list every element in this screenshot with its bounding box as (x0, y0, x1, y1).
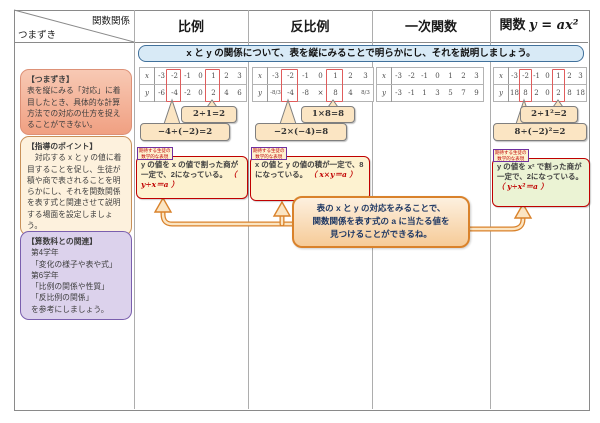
quadratic-header-formula: y = ax² (529, 18, 579, 33)
sidebar-box-elementary-relation: 【算数科との関連】 第4学年 「変化の様子や表や式」 第6学年 「比例の関係や性… (20, 231, 132, 321)
row-label: x (376, 67, 392, 85)
box-line: 「反比例の関係」 (31, 293, 94, 303)
calc-bubble: 2÷1=2 (181, 106, 237, 123)
box-body: 対応する x と y の値に着目することを促し、生徒が積や商で表されることを明ら… (27, 153, 122, 231)
label-line: 数学的な表現 (255, 153, 283, 159)
expected-expression-label: 期待する生徒の 数学的な表現 (493, 149, 529, 163)
column-divider-4 (490, 10, 491, 409)
row-label: x (493, 67, 509, 85)
label-line: 期待する生徒の (139, 148, 171, 153)
instruction-banner: x と y の関係について、表を縦にみることで明らかにし、それを説明しましょう。 (138, 45, 584, 62)
box-body: 表を縦にみる「対応」に着目したとき、具体的な計算方法での対応の仕方を捉えることが… (27, 86, 121, 130)
callout-line: 見つけることができるね。 (330, 229, 432, 240)
highlight-box (205, 69, 220, 102)
row-label: y (139, 84, 155, 102)
box-line: 「変化の様子や表や式」 (31, 259, 117, 269)
highlight-box (552, 69, 565, 102)
note-formula: （ y÷x²＝a ） (497, 182, 548, 192)
row-label: y (493, 84, 509, 102)
sidebar-box-tsumazuki: 【つまずき】 表を縦にみる「対応」に着目したとき、具体的な計算方法での対応の仕方… (20, 69, 132, 136)
label-line: 数学的な表現 (497, 155, 525, 161)
highlight-box (519, 69, 532, 102)
highlight-box (281, 69, 298, 102)
center-callout: 表の x と y の対応をみることで、 関数関係を表す式の a に当たる値を 見… (292, 196, 470, 248)
quadratic-header-prefix: 関数 (499, 17, 526, 32)
row-label: y (252, 84, 268, 102)
calc-bubble: 8÷(−2)²=2 (493, 123, 587, 141)
expected-expression-label: 期待する生徒の 数学的な表現 (137, 147, 173, 161)
box-title: 【つまずき】 (27, 75, 74, 84)
row-label: x (139, 67, 155, 85)
corner-label-bottom: つまずき (18, 30, 57, 41)
sheet-frame (14, 10, 590, 411)
label-line: 数学的な表現 (141, 153, 169, 159)
box-line: を参考にしましょう。 (31, 304, 109, 314)
box-title: 【算数科との関連】 (27, 237, 98, 246)
box-line: 第4学年 (31, 248, 59, 258)
label-line: 期待する生徒の (253, 148, 285, 153)
note-text: y の値を x の値で割った商が一定で、2になっている。 (141, 160, 239, 180)
quadratic-note: y の値を x² で割った商が一定で、2になっている。 （ y÷x²＝a ） (492, 158, 590, 207)
inverse-note: x の値と y の値の積が一定で、8になっている。 （ x×y＝a ） (250, 156, 370, 201)
box-line: 「比例の関係や性質」 (31, 282, 109, 292)
corner-label-top: 関数関係 (91, 16, 130, 27)
expected-expression-label: 期待する生徒の 数学的な表現 (251, 147, 287, 161)
sidebar-box-teaching-point: 【指導のポイント】 対応する x と y の値に着目することを促し、生徒が積や商… (20, 136, 132, 237)
column-header-linear: 一次関数 (404, 19, 457, 34)
highlight-box (166, 69, 181, 102)
label-line: 期待する生徒の (495, 150, 527, 155)
header-divider (14, 42, 588, 43)
column-header-proportion: 比例 (177, 19, 204, 34)
proportion-note: y の値を x の値で割った商が一定で、2になっている。 （ y÷x＝a ） (136, 156, 248, 199)
row-label: y (376, 84, 392, 102)
box-title: 【指導のポイント】 (27, 142, 98, 151)
column-divider-1 (134, 10, 135, 409)
column-header-quadratic: 関数 y = ax² (490, 14, 588, 33)
note-text: y の値を x² で割った商が一定で、2になっている。 (497, 162, 583, 182)
row-label: x (252, 67, 268, 85)
calc-bubble: 2÷1²=2 (520, 106, 578, 123)
column-header-inverse: 反比例 (290, 19, 330, 34)
note-text: x の値と y の値の積が一定で、8になっている。 (255, 160, 364, 180)
column-divider-2 (248, 10, 249, 409)
calc-bubble: 1×8=8 (301, 106, 355, 123)
callout-line: 表の x と y の対応をみることで、 (316, 203, 446, 213)
highlight-box (326, 69, 343, 102)
calc-bubble: −4÷(−2)=2 (140, 123, 230, 141)
box-line: 第6学年 (31, 270, 59, 280)
note-formula: （ x×y＝a ） (309, 170, 357, 180)
note-formula: （ y÷x＝a ） (141, 170, 237, 190)
calc-bubble: −2×(−4)=8 (255, 123, 347, 141)
callout-line: 関数関係を表す式の a に当たる値を (312, 216, 450, 227)
